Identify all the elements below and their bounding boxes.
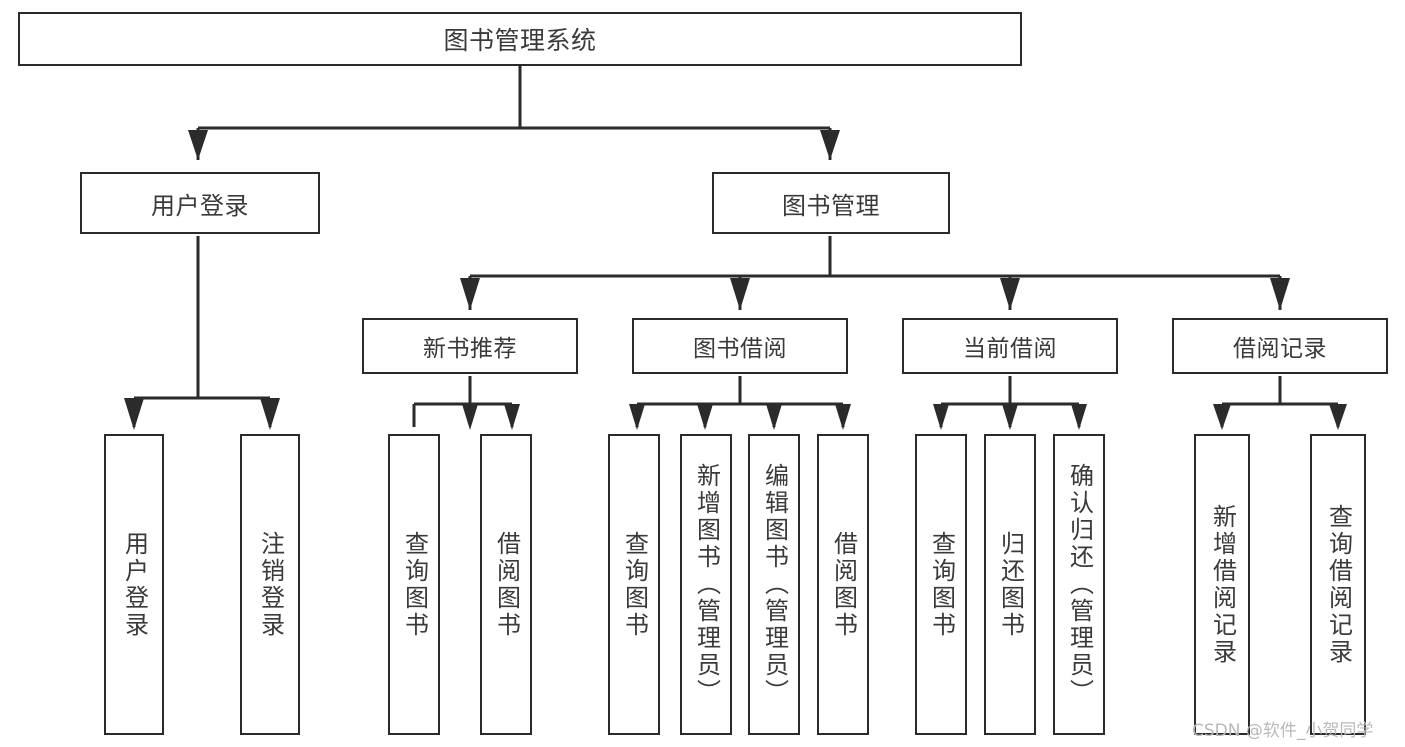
node-leaf-logout[interactable]: 注销登录 [240,434,300,735]
node-root-system[interactable]: 图书管理系统 [18,12,1022,66]
node-label: 查询图书 [620,530,649,639]
node-label: 借阅图书 [492,530,521,639]
node-label: 新增图书（管理员） [692,463,721,706]
node-current-borrow[interactable]: 当前借阅 [902,318,1118,374]
node-label: 查询图书 [400,530,429,639]
node-leaf-query-book-current[interactable]: 查询图书 [915,434,967,735]
node-label: 图书管理 [782,191,880,220]
node-book-borrow[interactable]: 图书借阅 [632,318,848,374]
node-label: 归还图书 [996,530,1025,639]
node-label: 用户登录 [151,191,249,220]
node-label: 新书推荐 [423,336,517,362]
node-leaf-query-book-recommend[interactable]: 查询图书 [388,434,440,735]
node-label: 确认归还（管理员） [1065,463,1094,706]
node-book-management[interactable]: 图书管理 [712,172,950,234]
node-label: 借阅记录 [1233,336,1327,362]
node-label: 查询图书 [927,530,956,639]
node-leaf-user-login[interactable]: 用户登录 [104,434,164,735]
node-label: 查询借阅记录 [1324,503,1353,666]
node-label: 图书管理系统 [443,26,597,55]
connector-arrowheads [124,130,1347,430]
node-label: 新增借阅记录 [1208,503,1237,666]
node-new-book-recommend[interactable]: 新书推荐 [362,318,578,374]
node-borrow-record[interactable]: 借阅记录 [1172,318,1388,374]
node-label: 借阅图书 [829,530,858,639]
node-leaf-query-book-borrow[interactable]: 查询图书 [608,434,660,735]
node-leaf-edit-book-admin[interactable]: 编辑图书（管理员） [748,434,800,735]
node-leaf-add-borrow-record[interactable]: 新增借阅记录 [1194,434,1250,735]
node-leaf-query-borrow-record[interactable]: 查询借阅记录 [1310,434,1366,735]
node-leaf-borrow-book[interactable]: 借阅图书 [817,434,869,735]
node-leaf-return-book[interactable]: 归还图书 [984,434,1036,735]
node-label: 用户登录 [120,530,149,639]
node-label: 编辑图书（管理员） [760,463,789,706]
node-leaf-borrow-book-recommend[interactable]: 借阅图书 [480,434,532,735]
node-label: 注销登录 [256,530,285,639]
node-user-login[interactable]: 用户登录 [80,172,320,234]
node-label: 图书借阅 [693,336,787,362]
node-label: 当前借阅 [963,336,1057,362]
node-leaf-confirm-return-admin[interactable]: 确认归还（管理员） [1053,434,1105,735]
node-leaf-add-book-admin[interactable]: 新增图书（管理员） [680,434,732,735]
